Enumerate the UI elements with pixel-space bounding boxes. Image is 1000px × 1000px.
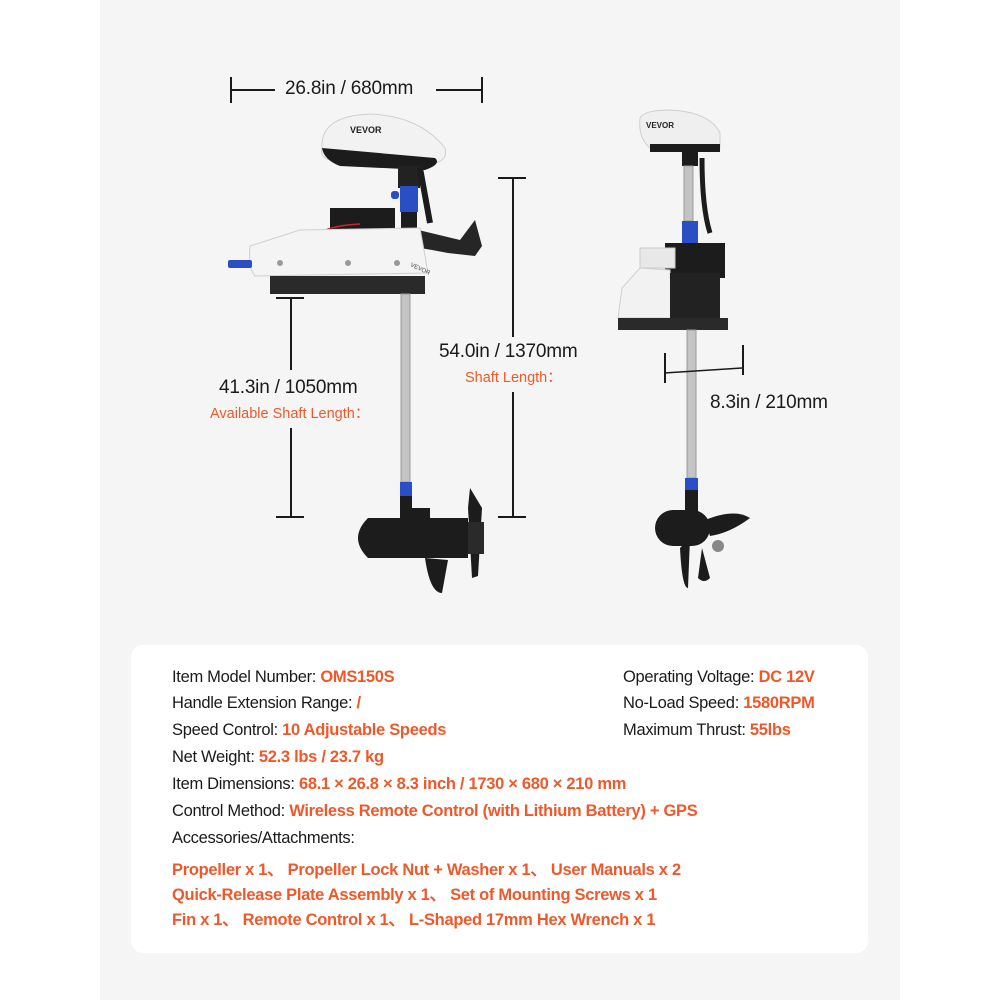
motor-side-view-image: VEVOR VEVOR [228,113,484,593]
spec-card [131,645,868,953]
spec-voltage-label: Operating Voltage: [623,668,759,686]
spec-weight-label: Net Weight: [172,748,259,766]
svg-text:VEVOR: VEVOR [646,121,674,130]
depth-left-tick [664,353,666,383]
width-dim-right-tick [481,77,483,103]
shaft-length-value: 54.0in / 1370mm [439,341,578,362]
spec-speed-control-label: Speed Control: [172,721,283,739]
spec-control-label: Control Method: [172,802,290,820]
accessories-line-1: Propeller x 1、 Propeller Lock Nut + Wash… [172,861,681,879]
spec-handle: Handle Extension Range: / [172,694,361,713]
svg-text:VEVOR: VEVOR [350,125,382,135]
spec-noload: No-Load Speed: 1580RPM [623,694,815,713]
avail-shaft-bottom-tick [276,516,304,518]
spec-item-dims-value: 68.1 × 26.8 × 8.3 inch / 1730 × 680 × 21… [298,775,627,793]
spec-speed-control: Speed Control: 10 Adjustable Speeds [172,721,446,740]
spec-weight-value: 52.3 lbs / 23.7 kg [258,748,384,766]
width-dim-right-line [436,89,482,91]
accessories-line-3: Fin x 1、 Remote Control x 1、 L-Shaped 17… [172,911,656,929]
spec-thrust-value: 55lbs [749,721,791,739]
depth-right-tick [742,345,744,375]
spec-voltage: Operating Voltage: DC 12V [623,668,815,687]
motor-front-view-image: VEVOR [617,109,750,588]
depth-dimension-label: 8.3in / 210mm [710,392,828,413]
spec-control-value: Wireless Remote Control (with Lithium Ba… [289,802,698,820]
spec-item-dims: Item Dimensions: 68.1 × 26.8 × 8.3 inch … [172,775,626,794]
depth-dim-line [663,367,743,374]
available-shaft-label: Available Shaft Length： [210,406,370,422]
spec-weight: Net Weight: 52.3 lbs / 23.7 kg [172,748,384,767]
spec-speed-control-value: 10 Adjustable Speeds [282,721,447,739]
spec-model: Item Model Number: OMS150S [172,668,395,687]
width-dim-left-line [230,89,275,91]
width-dimension-label: 26.8in / 680mm [285,78,414,99]
avail-shaft-top-line [290,297,292,370]
shaft-bottom-tick [498,516,526,518]
spec-noload-label: No-Load Speed: [623,694,744,712]
accessories-line-2: Quick-Release Plate Assembly x 1、 Set of… [172,886,657,904]
shaft-bottom-line [512,392,514,518]
spec-accessories-label: Accessories/Attachments: [172,829,355,847]
available-shaft-value: 41.3in / 1050mm [219,377,358,398]
spec-thrust: Maximum Thrust: 55lbs [623,721,791,740]
spec-voltage-value: DC 12V [758,668,815,686]
spec-thrust-label: Maximum Thrust: [623,721,750,739]
spec-model-value: OMS150S [320,668,395,686]
spec-model-label: Item Model Number: [172,668,321,686]
avail-shaft-bottom-line [290,428,292,518]
shaft-top-line [512,177,514,337]
spec-noload-value: 1580RPM [743,694,815,712]
spec-item-dims-label: Item Dimensions: [172,775,299,793]
spec-handle-value: / [356,694,362,712]
spec-control: Control Method: Wireless Remote Control … [172,802,698,821]
shaft-length-label: Shaft Length： [465,370,562,386]
spec-handle-label: Handle Extension Range: [172,694,357,712]
